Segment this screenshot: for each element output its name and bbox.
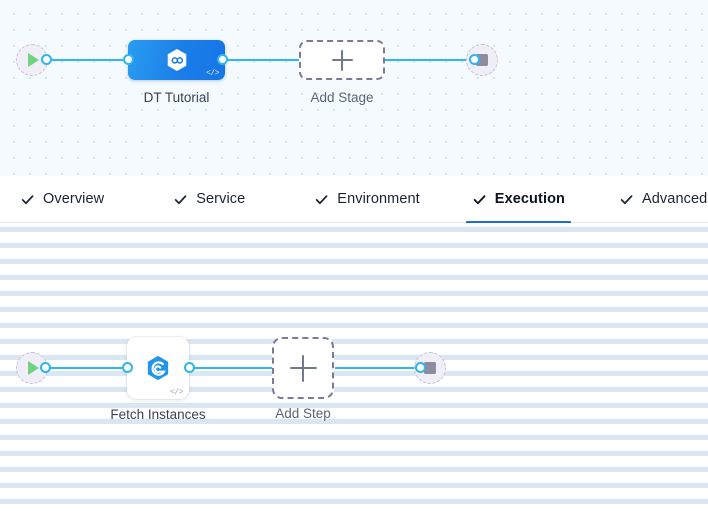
connector-start-to-step — [45, 367, 133, 369]
add-step-label: Add Step — [275, 406, 331, 421]
code-badge-icon: </> — [206, 69, 219, 78]
port-step-output[interactable] — [184, 362, 195, 373]
tab-overview[interactable]: Overview — [14, 176, 110, 223]
tab-execution-label: Execution — [494, 191, 565, 207]
connector-addstage-to-end — [384, 59, 474, 61]
connector-step-to-addstep — [189, 367, 274, 369]
shell-script-hexagon-icon — [147, 355, 169, 381]
port-stage-input[interactable] — [123, 54, 134, 65]
step-node-fetch-instances[interactable]: </> — [127, 337, 189, 399]
stage-node-dt-tutorial[interactable]: </> — [128, 40, 225, 80]
plus-icon — [331, 49, 353, 71]
check-icon — [21, 194, 34, 204]
check-icon — [473, 194, 486, 204]
port-step-input[interactable] — [122, 362, 133, 373]
tab-advanced[interactable]: Advanced — [613, 176, 708, 223]
tab-execution[interactable]: Execution — [465, 176, 572, 224]
play-icon — [28, 361, 39, 375]
code-badge-icon: </> — [170, 388, 183, 397]
pipeline-stage-canvas[interactable]: </> DT Tutorial Add Stage — [0, 0, 708, 176]
stop-icon — [424, 362, 436, 374]
connector-start-to-stage — [46, 59, 128, 61]
harness-hexagon-icon — [167, 48, 186, 72]
add-stage-label: Add Stage — [310, 90, 374, 105]
tab-environment[interactable]: Environment — [308, 176, 426, 223]
pipeline-section-tabs[interactable]: Overview Service Environment Execution A… — [0, 176, 708, 224]
port-step-end-input[interactable] — [415, 362, 426, 373]
add-stage-button[interactable] — [299, 40, 385, 80]
port-stage-output[interactable] — [217, 54, 228, 65]
tab-advanced-label: Advanced — [642, 191, 708, 207]
stage-node-label: DT Tutorial — [143, 90, 210, 105]
port-end-input[interactable] — [469, 54, 480, 65]
play-icon — [28, 53, 39, 67]
tab-overview-label: Overview — [43, 191, 105, 207]
check-icon — [316, 194, 328, 204]
connector-addstep-to-end — [335, 367, 420, 369]
tab-service-label: Service — [196, 191, 246, 207]
port-step-start-output[interactable] — [40, 362, 51, 373]
check-icon — [620, 194, 633, 204]
add-step-button[interactable] — [272, 337, 334, 399]
step-node-label: Fetch Instances — [110, 407, 206, 422]
check-icon — [175, 194, 187, 204]
connector-stage-to-addstage — [222, 59, 302, 61]
tab-service[interactable]: Service — [167, 176, 251, 223]
plus-icon — [289, 354, 317, 382]
pipeline-step-canvas[interactable]: </> Fetch Instances Add Step — [0, 223, 708, 511]
tab-environment-label: Environment — [337, 191, 420, 207]
port-start-output[interactable] — [41, 54, 52, 65]
